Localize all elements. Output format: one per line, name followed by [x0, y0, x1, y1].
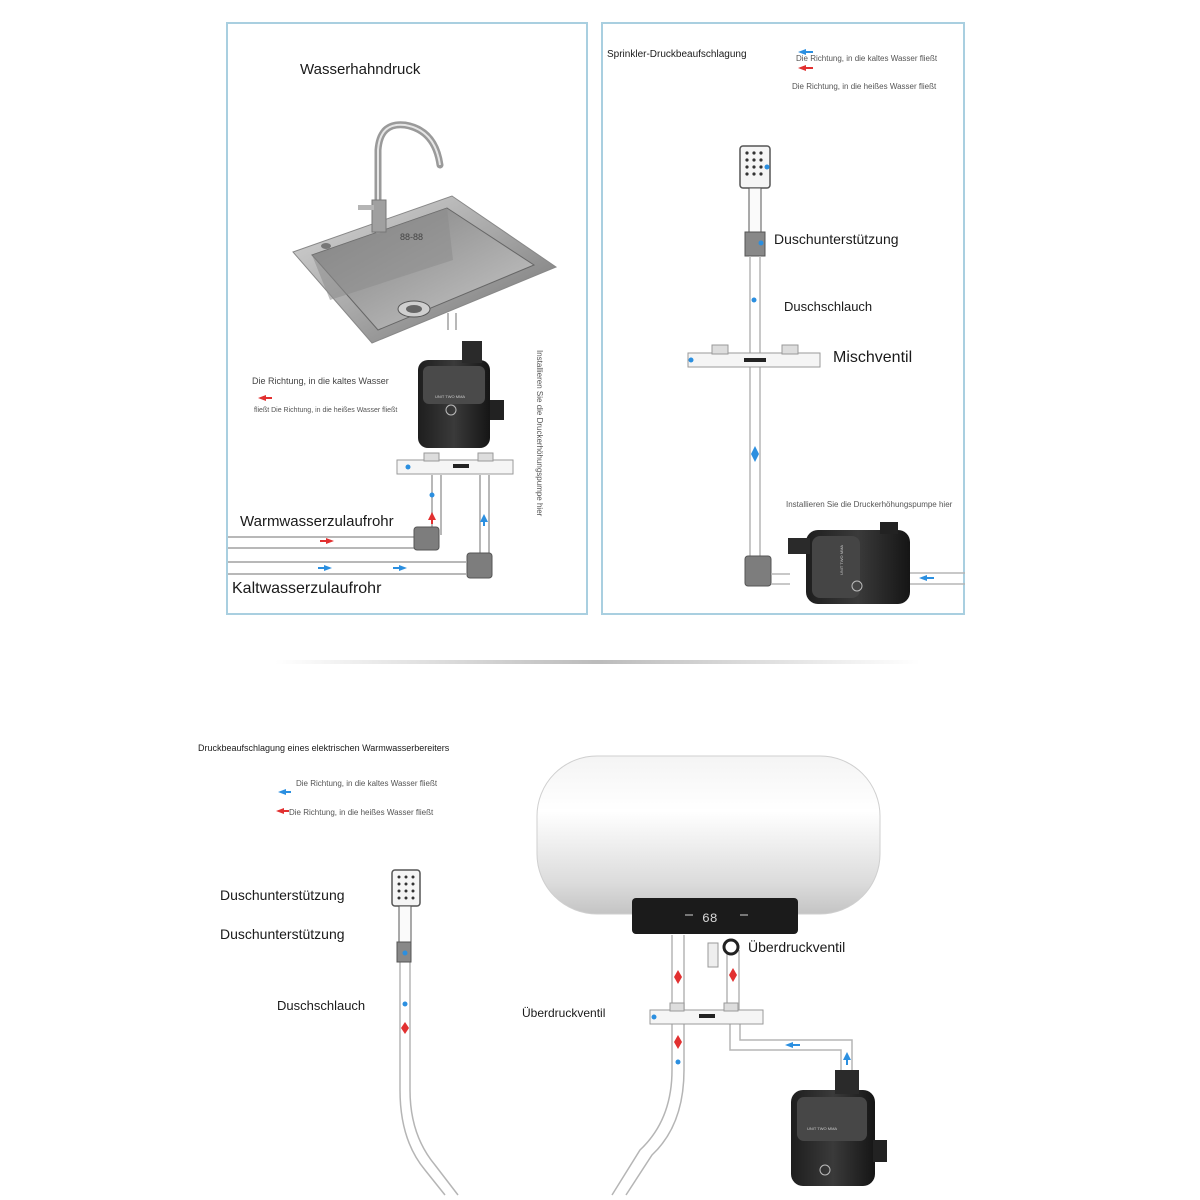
sprinkler-mixing-valve: Mischventil: [833, 349, 913, 366]
heater-legend-hot: Die Richtung, in die heißes Wasser fließ…: [289, 808, 434, 817]
heater-relief-valve-1: Überdruckventil: [748, 939, 846, 955]
svg-text:88-88: 88-88: [400, 232, 423, 242]
svg-text:UNIT TWO MMA: UNIT TWO MMA: [807, 1126, 837, 1131]
flow-arrows-heater: [276, 789, 851, 1065]
heater-relief-valve-2: Überdruckventil: [522, 1006, 606, 1020]
booster-pump-3: UNIT TWO MMA: [791, 1070, 887, 1186]
warm-pipe-label: Warmwasserzulaufrohr: [240, 513, 394, 530]
cold-pipe-label: Kaltwasserzulaufrohr: [232, 580, 382, 597]
svg-text:UNIT TWO MMA: UNIT TWO MMA: [839, 545, 844, 575]
heater-shower-support-2: Duschunterstützung: [220, 926, 345, 942]
heater-section-title: Druckbeaufschlagung eines elektrischen W…: [198, 743, 450, 753]
faucet-panel-title: Wasserhahndruck: [300, 61, 421, 78]
sprinkler-legend-hot: Die Richtung, in die heißes Wasser fließ…: [792, 82, 937, 91]
faucet-legend-hot: fließt Die Richtung, in die heißes Wasse…: [254, 407, 398, 414]
heater-pipes: [399, 932, 853, 1196]
faucet-install-note: Installieren Sie die Druckerhöhungspumpe…: [535, 350, 544, 517]
booster-pump-2: UNIT TWO MMA: [788, 522, 910, 604]
panel-sprinkler-pressure: [601, 22, 965, 615]
sprinkler-shower-hose: Duschschlauch: [784, 299, 873, 314]
sprinkler-panel-title: Sprinkler-Druckbeaufschlagung: [607, 49, 747, 60]
sprinkler-legend-cold: Die Richtung, in die kaltes Wasser fließ…: [796, 54, 938, 63]
faucet-legend-cold: Die Richtung, in die kaltes Wasser: [252, 376, 389, 386]
flow-arrows-faucet: [258, 395, 488, 571]
heater-legend-cold: Die Richtung, in die kaltes Wasser fließ…: [296, 779, 438, 788]
faucet-pipes: [228, 313, 490, 575]
section-divider: [275, 660, 920, 664]
sprinkler-graphics: [687, 49, 965, 587]
heater-shower-support-1: Duschunterstützung: [220, 887, 345, 903]
heater-shower-hose: Duschschlauch: [277, 998, 366, 1013]
booster-pump-1: UNIT TWO MMA: [418, 341, 504, 448]
sprinkler-install-note: Installieren Sie die Druckerhöhungspumpe…: [786, 500, 953, 509]
sink-illustration: 88-88: [292, 121, 558, 344]
heater-display: 68: [702, 911, 718, 926]
shower-head-3: [391, 869, 421, 963]
svg-text:UNIT TWO MMA: UNIT TWO MMA: [435, 394, 465, 399]
sprinkler-shower-support: Duschunterstützung: [774, 231, 899, 247]
water-heater: 68: [536, 755, 881, 934]
